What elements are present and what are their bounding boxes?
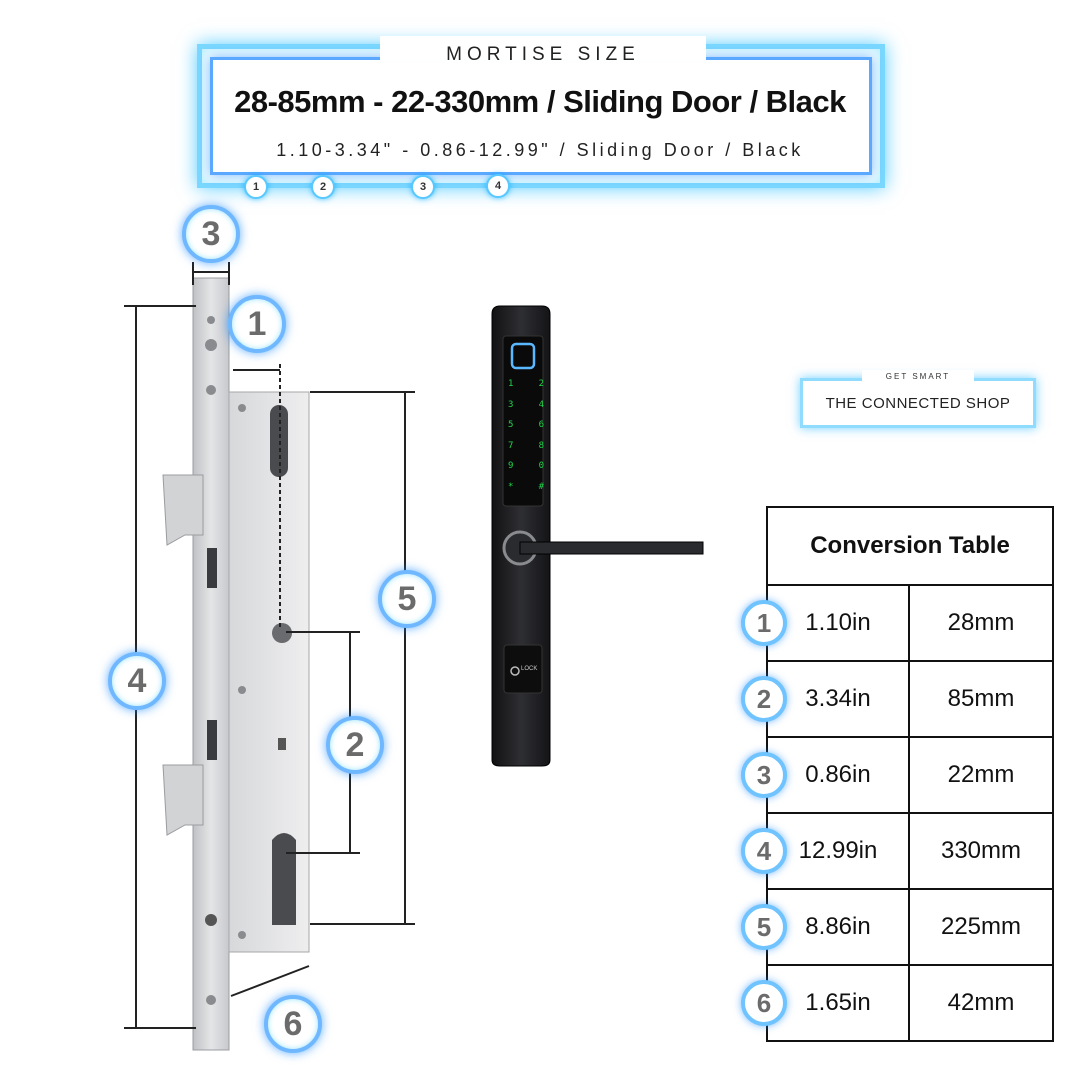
table-badge-6: 6 <box>741 980 787 1026</box>
mm-cell: 85mm <box>908 660 1054 738</box>
dimension-badge-5: 5 <box>378 570 436 628</box>
inches-cell: 1.10in <box>766 584 910 662</box>
mm-cell: 42mm <box>908 964 1054 1042</box>
table-title: Conversion Table <box>766 506 1054 586</box>
mm-cell: 22mm <box>908 736 1054 814</box>
dimension-badge-4: 4 <box>108 652 166 710</box>
header-mini-badge-2: 2 <box>311 175 335 199</box>
keypad-key[interactable]: 0 <box>538 461 544 471</box>
brand-name: THE CONNECTED SHOP <box>825 395 1011 412</box>
table-badge-1: 1 <box>741 600 787 646</box>
inches-cell: 1.65in <box>766 964 910 1042</box>
mortise-hook-bolts <box>162 316 217 1005</box>
page-title: 28-85mm - 22-330mm / Sliding Door / Blac… <box>234 84 846 119</box>
header-mini-badge-3: 3 <box>411 175 435 199</box>
brand-tagline: GET SMART <box>885 372 951 381</box>
lock-button-label[interactable]: LOCK <box>521 666 538 672</box>
keypad-key[interactable]: 7 <box>508 440 514 451</box>
keypad-key[interactable]: 1 <box>508 379 514 389</box>
keypad-key[interactable]: 3 <box>508 399 514 410</box>
keypad-key[interactable]: 9 <box>508 461 514 471</box>
table-badge-5: 5 <box>741 904 787 950</box>
keypad-key[interactable]: * <box>508 481 514 492</box>
keypad-key[interactable]: 6 <box>538 420 544 430</box>
brand-logo-gap <box>862 370 974 384</box>
keypad-key[interactable]: 5 <box>508 420 514 430</box>
inches-cell: 0.86in <box>766 736 910 814</box>
keypad-key[interactable]: # <box>538 481 544 492</box>
mm-cell: 225mm <box>908 888 1054 966</box>
keypad-key[interactable]: 4 <box>538 399 544 410</box>
mm-cell: 28mm <box>908 584 1054 662</box>
header-mini-badge-1: 1 <box>244 175 268 199</box>
dimension-badge-1: 1 <box>228 295 286 353</box>
mortise-size-label: MORTISE SIZE <box>446 44 640 65</box>
keypad: 1 2 3 4 5 6 7 8 9 0 * # <box>508 374 544 497</box>
header-mini-badge-4: 4 <box>486 174 510 198</box>
table-badge-2: 2 <box>741 676 787 722</box>
page-subtitle: 1.10-3.34" - 0.86-12.99" / Sliding Door … <box>276 140 804 160</box>
dimension-badge-3: 3 <box>182 205 240 263</box>
mortise-case <box>228 391 310 953</box>
keypad-key[interactable]: 2 <box>538 379 544 389</box>
dimension-badge-6: 6 <box>264 995 322 1053</box>
mm-cell: 330mm <box>908 812 1054 890</box>
smart-lock-handle-image <box>491 305 704 767</box>
inches-cell: 3.34in <box>766 660 910 738</box>
inches-cell: 12.99in <box>766 812 910 890</box>
dimension-badge-2: 2 <box>326 716 384 774</box>
inches-cell: 8.86in <box>766 888 910 966</box>
table-badge-4: 4 <box>741 828 787 874</box>
header-frame-gap <box>380 36 706 60</box>
keypad-key[interactable]: 8 <box>538 440 544 451</box>
mortise-lock-diagram <box>124 262 415 1051</box>
table-badge-3: 3 <box>741 752 787 798</box>
